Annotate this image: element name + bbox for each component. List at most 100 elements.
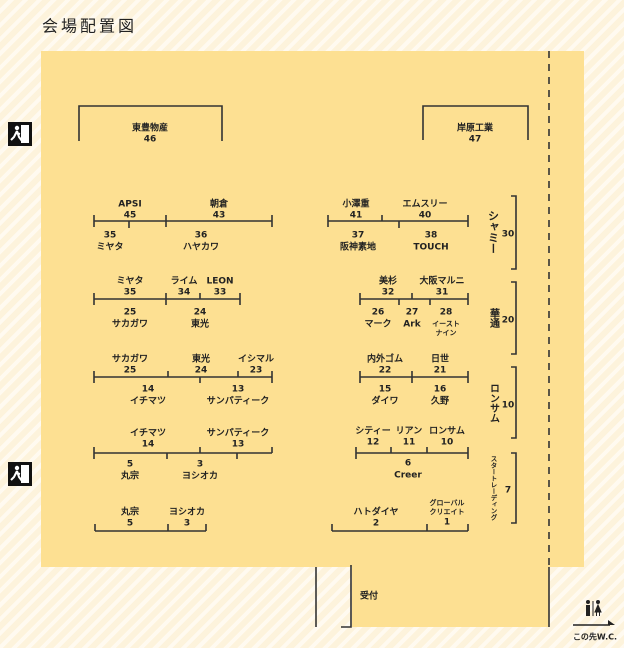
booth-row-4-left [93, 447, 273, 459]
booth-row-4-right [355, 447, 469, 459]
booth-name: イチマツ [130, 396, 166, 407]
booth-name: 朝倉 [210, 198, 229, 210]
booth-name: ミヤタ [116, 275, 143, 287]
booth-name: ハトダイヤ [353, 506, 398, 518]
booth-name: 東光 [192, 353, 210, 365]
booth-name: エムスリー [402, 199, 447, 210]
booth-name: APSI [118, 200, 141, 210]
page-title: 会場配置図 [42, 17, 137, 36]
booth-number: 3 [184, 519, 190, 529]
booth-number: 13 [232, 385, 245, 395]
booth-number: 40 [419, 211, 432, 221]
booth-number: 24 [194, 308, 207, 318]
emergency-exit-icon [8, 462, 32, 486]
booth-name: サカガワ [112, 318, 148, 330]
booth-name: ロンサム [429, 426, 465, 437]
booth-number: 36 [195, 231, 208, 241]
booth-number: 23 [250, 366, 263, 376]
booth-outline-46 [78, 105, 223, 141]
side-booth-bracket-10 [511, 366, 517, 439]
booth-number: 11 [403, 438, 416, 448]
booth-5: 丸宗5 [120, 506, 139, 529]
booth-name: ヨシオカ [169, 507, 205, 518]
booth-name: リアン [396, 426, 423, 437]
booth-number: 5 [127, 460, 133, 470]
booth-name: ヨシオカ [182, 471, 218, 482]
booth-name: 岸原工業 [457, 122, 494, 134]
booth-name: 東光 [191, 318, 209, 330]
booth-name: イチマツ [130, 428, 166, 439]
booth-name: 小澤重 [341, 198, 369, 210]
booth-number: 12 [367, 438, 380, 448]
booth-number: 38 [425, 231, 438, 241]
booth-name: ロンサム [488, 383, 500, 423]
booth-row-1-left [93, 215, 273, 228]
booth-number: 41 [350, 211, 363, 221]
booth-number: 22 [379, 366, 392, 376]
booth-name: 久野 [431, 395, 449, 407]
booth-name: スタートレーディング [489, 455, 497, 522]
side-booth-7: スタートレーディング 7 [489, 455, 511, 522]
restroom-icon [586, 600, 602, 616]
booth-number: 24 [195, 366, 208, 376]
reception-area [352, 560, 549, 627]
arrow-right-icon [573, 620, 615, 626]
wall-line [341, 565, 352, 628]
booth-name: 丸宗 [120, 506, 139, 518]
booth-6: Creer 6 [394, 459, 422, 481]
booth-name: Creer [394, 471, 422, 481]
restroom-direction-label: この先W.C. [573, 632, 617, 642]
booth-number: 34 [178, 288, 191, 298]
side-booth-30: シャミー 30 [487, 210, 515, 254]
booth-number: 1 [444, 518, 450, 528]
booth-outline-47 [422, 105, 529, 140]
booth-number: 2 [373, 519, 379, 529]
side-booth-bracket-7 [511, 452, 517, 524]
booth-number: 10 [441, 438, 454, 448]
booth-row-2-right [359, 293, 469, 305]
reception-label: 受付 [360, 590, 378, 602]
booth-number: 20 [502, 316, 515, 326]
booth-row-2-left [93, 293, 241, 305]
booth-number: 25 [124, 308, 137, 318]
booth-number: 16 [434, 385, 447, 395]
booth-name: 丸宗 [120, 470, 139, 482]
booth-name: 美杉 [379, 275, 397, 287]
booth-number: 10 [502, 401, 515, 411]
booth-number: 6 [405, 459, 411, 469]
booth-number: 30 [502, 230, 515, 240]
booth-row-3-left [93, 371, 273, 383]
booth-name: 大阪マルニ [419, 275, 464, 287]
booth-number: 47 [469, 135, 482, 145]
booth-5: 丸宗5 [120, 460, 139, 482]
booth-row-5-right [331, 524, 469, 532]
booth-name: イシマル [238, 354, 274, 365]
booth-name: サンパティーク [207, 427, 269, 439]
booth-row-3-right [359, 371, 469, 383]
booth-name: ハヤカワ [183, 242, 219, 253]
